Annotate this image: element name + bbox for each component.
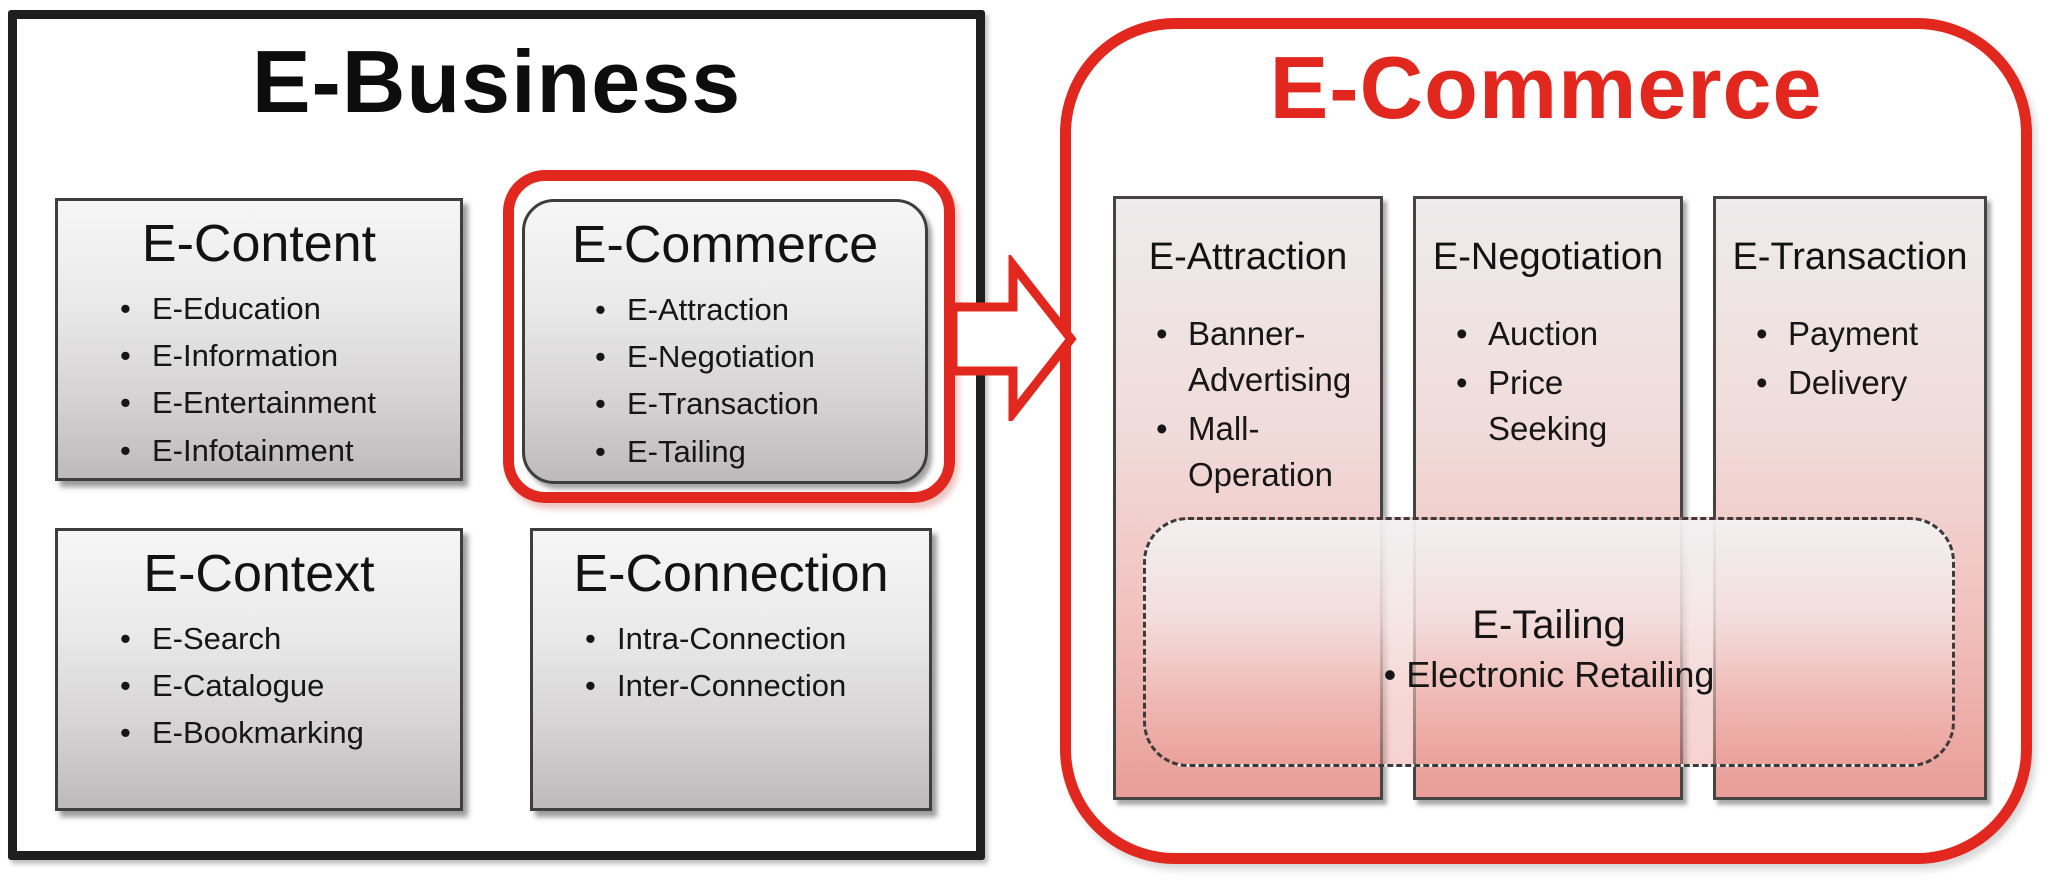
list-item: Banner-Advertising	[1156, 311, 1366, 403]
list-item: E-Infotainment	[116, 427, 446, 474]
column-title: E-Transaction	[1732, 236, 1968, 278]
box-e-content: E-Content E-Education E-Information E-En…	[55, 198, 463, 481]
list-item: Inter-Connection	[581, 662, 915, 709]
list-item: E-Transaction	[591, 380, 911, 427]
list-item: Auction	[1456, 311, 1666, 357]
box-e-context-list: E-Search E-Catalogue E-Bookmarking	[58, 615, 460, 756]
list-item: E-Information	[116, 332, 446, 379]
e-business-title: E-Business	[251, 32, 742, 131]
right-arrow-icon	[948, 255, 1077, 421]
box-title: E-Commerce	[571, 216, 879, 274]
box-title: E-Content	[141, 215, 377, 273]
list-item: E-Entertainment	[116, 379, 446, 426]
list-item: Delivery	[1756, 360, 1970, 406]
box-e-commerce: E-Commerce E-Attraction E-Negotiation E-…	[522, 199, 928, 484]
box-e-context: E-Context E-Search E-Catalogue E-Bookmar…	[55, 528, 463, 811]
column-title: E-Negotiation	[1432, 236, 1664, 278]
e-tailing-box: E-Tailing Electronic Retailing	[1143, 517, 1955, 767]
box-e-connection: E-Connection Intra-Connection Inter-Conn…	[530, 528, 932, 811]
list-item: Intra-Connection	[581, 615, 915, 662]
column-title: E-Attraction	[1148, 236, 1348, 278]
box-e-content-list: E-Education E-Information E-Entertainmen…	[58, 285, 460, 474]
column-e-transaction-list: Payment Delivery	[1716, 311, 1984, 407]
column-e-attraction-list: Banner-Advertising Mall-Operation	[1116, 311, 1380, 499]
box-e-connection-list: Intra-Connection Inter-Connection	[533, 615, 929, 709]
column-e-negotiation-list: Auction Price Seeking	[1416, 311, 1680, 453]
list-item: E-Search	[116, 615, 446, 662]
list-item: E-Negotiation	[591, 333, 911, 380]
box-title: E-Context	[143, 545, 375, 603]
list-item: E-Bookmarking	[116, 709, 446, 756]
list-item: Price Seeking	[1456, 360, 1666, 452]
list-item: E-Catalogue	[116, 662, 446, 709]
box-e-commerce-list: E-Attraction E-Negotiation E-Transaction…	[525, 286, 925, 475]
e-tailing-title: E-Tailing	[1472, 602, 1626, 647]
box-title: E-Connection	[573, 545, 889, 603]
e-commerce-title: E-Commerce	[1269, 38, 1823, 137]
list-item: Electronic Retailing	[1384, 651, 1714, 700]
list-item: Mall-Operation	[1156, 406, 1366, 498]
list-item: E-Education	[116, 285, 446, 332]
list-item: E-Tailing	[591, 428, 911, 475]
list-item: Payment	[1756, 311, 1970, 357]
list-item: E-Attraction	[591, 286, 911, 333]
